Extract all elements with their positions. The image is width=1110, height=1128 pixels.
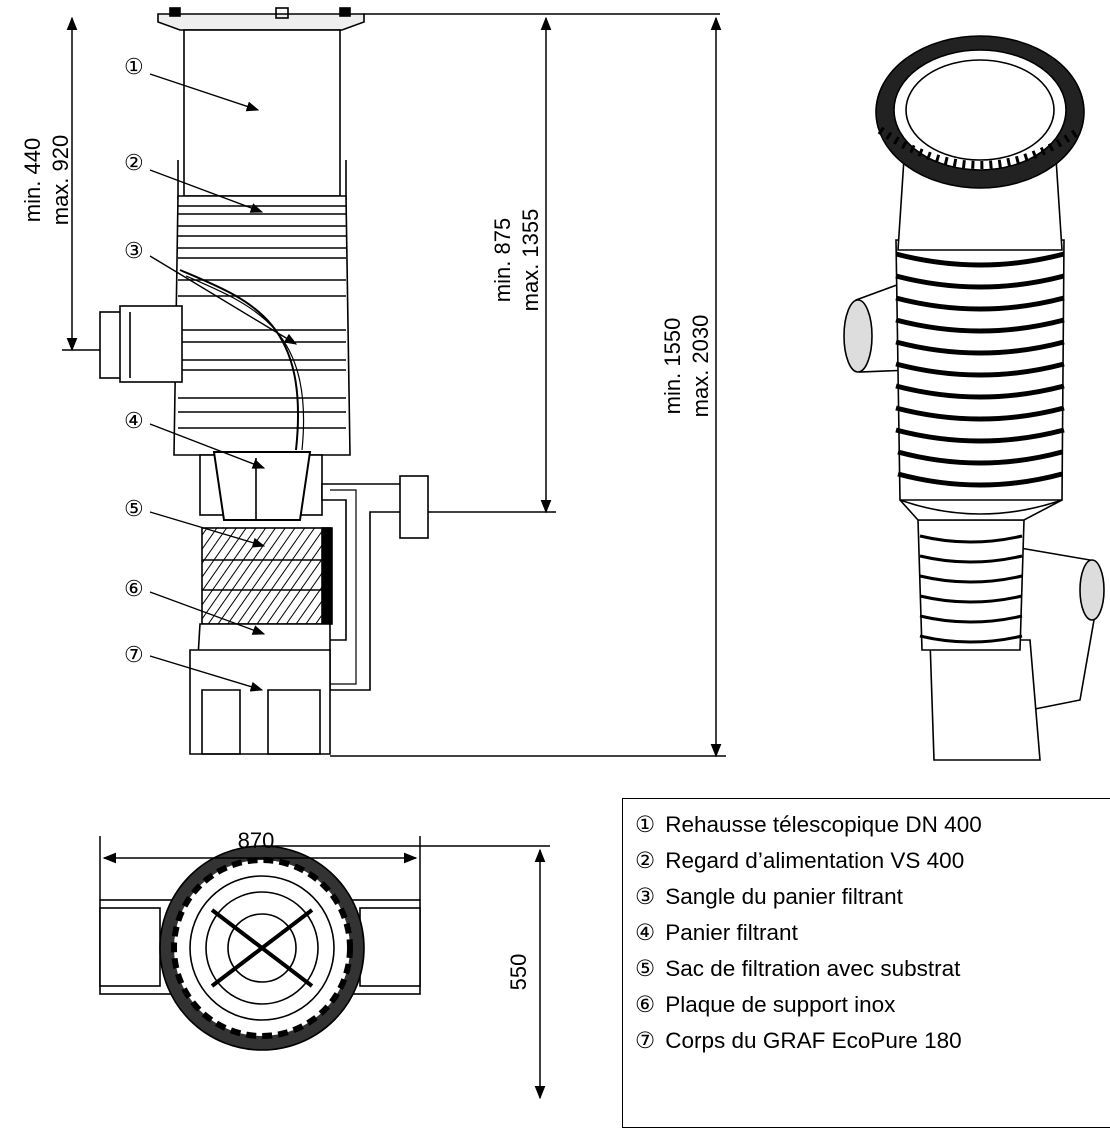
- callout-7: ⑦: [124, 642, 144, 667]
- upper-ribs: [895, 251, 1065, 488]
- legend-label-3: Sangle du panier filtrant: [665, 884, 903, 909]
- legend-num-1: ①: [635, 812, 656, 837]
- callout-1: ①: [124, 54, 144, 79]
- callout-numbers: ① ② ③ ④ ⑤ ⑥ ⑦: [124, 54, 144, 667]
- callout-4: ④: [124, 408, 144, 433]
- dim-total-max: max. 2030: [688, 315, 713, 418]
- side-view: [99, 7, 429, 755]
- legend-item-4: ④ Panier filtrant: [635, 915, 1110, 951]
- lower-ribs: [919, 534, 1023, 644]
- dim-riser-max: max. 920: [48, 135, 73, 226]
- legend-label-6: Plaque de support inox: [665, 992, 896, 1017]
- legend-label-7: Corps du GRAF EcoPure 180: [665, 1028, 962, 1053]
- legend-item-1: ① Rehausse télescopique DN 400: [635, 807, 1110, 843]
- legend-label-4: Panier filtrant: [665, 920, 798, 945]
- legend-label-5: Sac de filtration avec substrat: [665, 956, 961, 981]
- callout-6: ⑥: [124, 576, 144, 601]
- plan-dimensions: [99, 836, 550, 1100]
- legend-num-6: ⑥: [635, 992, 656, 1017]
- plan-view: [99, 845, 421, 1051]
- legend-num-4: ④: [635, 920, 656, 945]
- legend-label-1: Rehausse télescopique DN 400: [665, 812, 982, 837]
- legend-num-2: ②: [635, 848, 656, 873]
- legend-num-7: ⑦: [635, 1028, 656, 1053]
- legend-num-5: ⑤: [635, 956, 656, 981]
- callout-leaders: [149, 73, 298, 692]
- legend-item-2: ② Regard d’alimentation VS 400: [635, 843, 1110, 879]
- legend-item-5: ⑤ Sac de filtration avec substrat: [635, 951, 1110, 987]
- dim-total-min: min. 1550: [660, 318, 685, 415]
- dim-inlet: min. 875 max. 1355: [490, 209, 543, 312]
- dim-width: 870: [238, 828, 275, 853]
- dim-total: min. 1550 max. 2030: [660, 315, 713, 418]
- legend-box: ① Rehausse télescopique DN 400 ② Regard …: [622, 798, 1110, 1128]
- dim-inlet-min: min. 875: [490, 218, 515, 302]
- callout-2: ②: [124, 150, 144, 175]
- dim-inlet-max: max. 1355: [518, 209, 543, 312]
- dim-riser: min. 440 max. 920: [20, 135, 73, 226]
- callout-5: ⑤: [124, 496, 144, 521]
- dimension-lines: [62, 13, 726, 758]
- legend-item-3: ③ Sangle du panier filtrant: [635, 879, 1110, 915]
- dim-riser-min: min. 440: [20, 138, 45, 222]
- legend-item-6: ⑥ Plaque de support inox: [635, 987, 1110, 1023]
- corrugation-ribs: [178, 205, 346, 429]
- legend-list: ① Rehausse télescopique DN 400 ② Regard …: [623, 799, 1110, 1059]
- callout-3: ③: [124, 238, 144, 263]
- legend-label-2: Regard d’alimentation VS 400: [665, 848, 965, 873]
- legend-num-3: ③: [635, 884, 656, 909]
- dim-depth: 550: [506, 954, 531, 991]
- legend-item-7: ⑦ Corps du GRAF EcoPure 180: [635, 1023, 1110, 1059]
- dim-depth-group: 550: [506, 954, 531, 991]
- isometric-view: [843, 35, 1105, 761]
